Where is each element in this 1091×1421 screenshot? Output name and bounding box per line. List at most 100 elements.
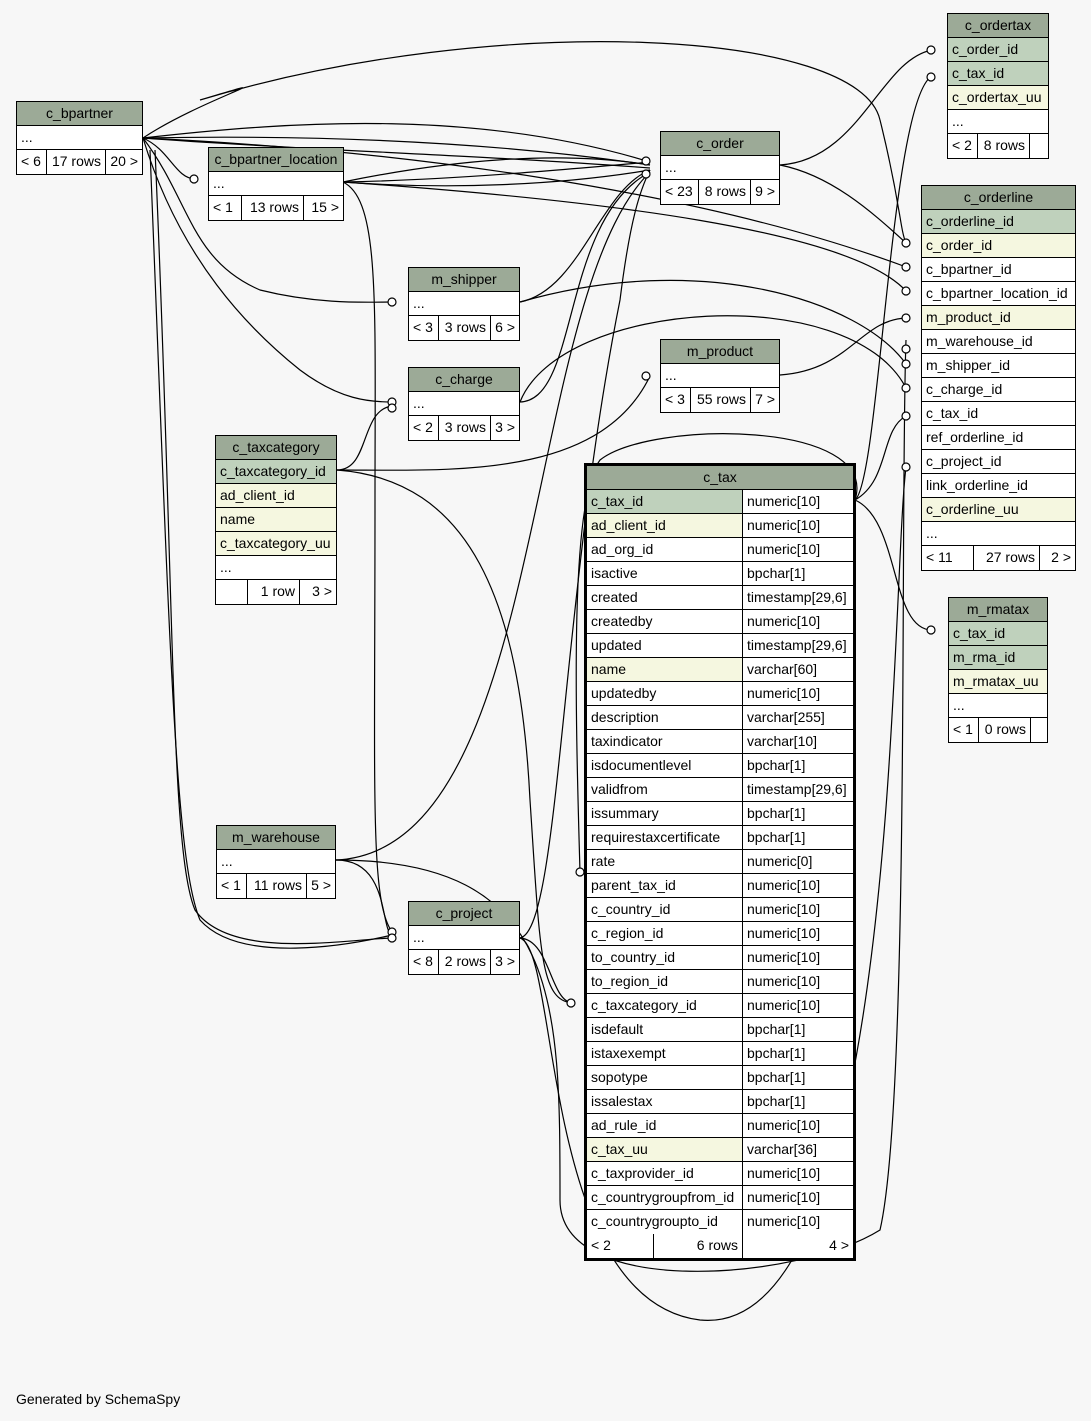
children-count[interactable]: 3 > [312,583,332,599]
children-count[interactable]: 3 > [495,953,515,969]
table-header[interactable]: c_bpartner [17,102,142,126]
parents-count[interactable]: < 8 [409,950,439,974]
table-header[interactable]: c_project [409,902,519,926]
table-c_bpartner[interactable]: c_bpartner ... < 6 17 rows 20 > [16,101,143,175]
column-c_order_id[interactable]: c_order_id [922,234,1075,258]
column-c_orderline_uu[interactable]: c_orderline_uu [922,498,1075,522]
table-header[interactable]: c_orderline [922,186,1075,210]
table-c_orderline[interactable]: c_orderline c_orderline_id c_order_id c_… [921,185,1076,571]
column-c_taxcategory_uu[interactable]: c_taxcategory_uu [216,532,336,556]
column-c_project_id[interactable]: c_project_id [922,450,1075,474]
column-m_rma_id[interactable]: m_rma_id [949,646,1047,670]
table-header[interactable]: c_charge [409,368,519,392]
column-m_product_id[interactable]: m_product_id [922,306,1075,330]
table-header[interactable]: m_product [661,340,779,364]
parents-count[interactable]: < 2 [948,134,978,158]
parents-count[interactable]: < 2 [587,1234,654,1258]
children-count[interactable] [1030,134,1048,158]
column-ref_orderline_id[interactable]: ref_orderline_id [922,426,1075,450]
column-link_orderline_id[interactable]: link_orderline_id [922,474,1075,498]
table-header[interactable]: c_ordertax [948,14,1048,38]
children-count[interactable]: 3 > [495,419,515,435]
parents-count[interactable] [216,580,248,604]
children-count[interactable]: 4 > [829,1237,849,1253]
children-count[interactable] [1031,718,1047,742]
column-c_orderline_id[interactable]: c_orderline_id [922,210,1075,234]
parents-count[interactable]: < 1 [217,874,247,898]
table-header[interactable]: m_shipper [409,268,519,292]
column-c_tax_id[interactable]: c_tax_id [948,62,1048,86]
column-c_charge_id[interactable]: c_charge_id [922,378,1075,402]
table-header[interactable]: c_bpartner_location [209,148,343,172]
table-m_product[interactable]: m_product ... < 3 55 rows 7 > [660,339,780,413]
table-header[interactable]: m_rmatax [949,598,1047,622]
parents-count[interactable]: < 23 [661,180,699,204]
parents-count[interactable]: < 6 [17,150,47,174]
children-count[interactable]: 2 > [1051,549,1071,565]
column-c_ordertax_uu[interactable]: c_ordertax_uu [948,86,1048,110]
children-count[interactable]: 20 > [110,153,138,169]
children-count[interactable]: 6 > [495,319,515,335]
table-m_shipper[interactable]: m_shipper ... < 3 3 rows 6 > [408,267,520,341]
children-count[interactable]: 7 > [755,391,775,407]
children-count[interactable]: 9 > [755,183,775,199]
column-c_order_id[interactable]: c_order_id [948,38,1048,62]
column-c_bpartner_location_id[interactable]: c_bpartner_location_id [922,282,1075,306]
parents-count[interactable]: < 1 [209,196,242,220]
table-c_bpartner_location[interactable]: c_bpartner_location ... < 1 13 rows 15 > [208,147,344,221]
table-header[interactable]: c_tax [587,466,853,490]
parents-count[interactable]: < 11 [922,546,974,570]
table-header[interactable]: m_warehouse [217,826,335,850]
table-c_ordertax[interactable]: c_ordertax c_order_id c_tax_id c_orderta… [947,13,1049,159]
column-name[interactable]: name [216,508,336,532]
column-m_warehouse_id[interactable]: m_warehouse_id [922,330,1075,354]
parents-count[interactable]: < 3 [661,388,691,412]
table-m_rmatax[interactable]: m_rmatax c_tax_id m_rma_id m_rmatax_uu .… [948,597,1048,743]
table-header[interactable]: c_order [661,132,779,156]
table-header[interactable]: c_taxcategory [216,436,336,460]
column-m_rmatax_uu[interactable]: m_rmatax_uu [949,670,1047,694]
column-c_tax_id[interactable]: c_tax_id [949,622,1047,646]
table-m_warehouse[interactable]: m_warehouse ... < 1 11 rows 5 > [216,825,336,899]
table-c_order[interactable]: c_order ... < 23 8 rows 9 > [660,131,780,205]
table-c_taxcategory[interactable]: c_taxcategory c_taxcategory_id ad_client… [215,435,337,605]
table-c_project[interactable]: c_project ... < 8 2 rows 3 > [408,901,520,975]
column-m_shipper_id[interactable]: m_shipper_id [922,354,1075,378]
column-c_tax_id[interactable]: c_tax_id [922,402,1075,426]
parents-count[interactable]: < 2 [409,416,439,440]
parents-count[interactable]: < 3 [409,316,439,340]
column-c_bpartner_id[interactable]: c_bpartner_id [922,258,1075,282]
children-count[interactable]: 15 > [311,199,339,215]
parents-count[interactable]: < 1 [949,718,979,742]
